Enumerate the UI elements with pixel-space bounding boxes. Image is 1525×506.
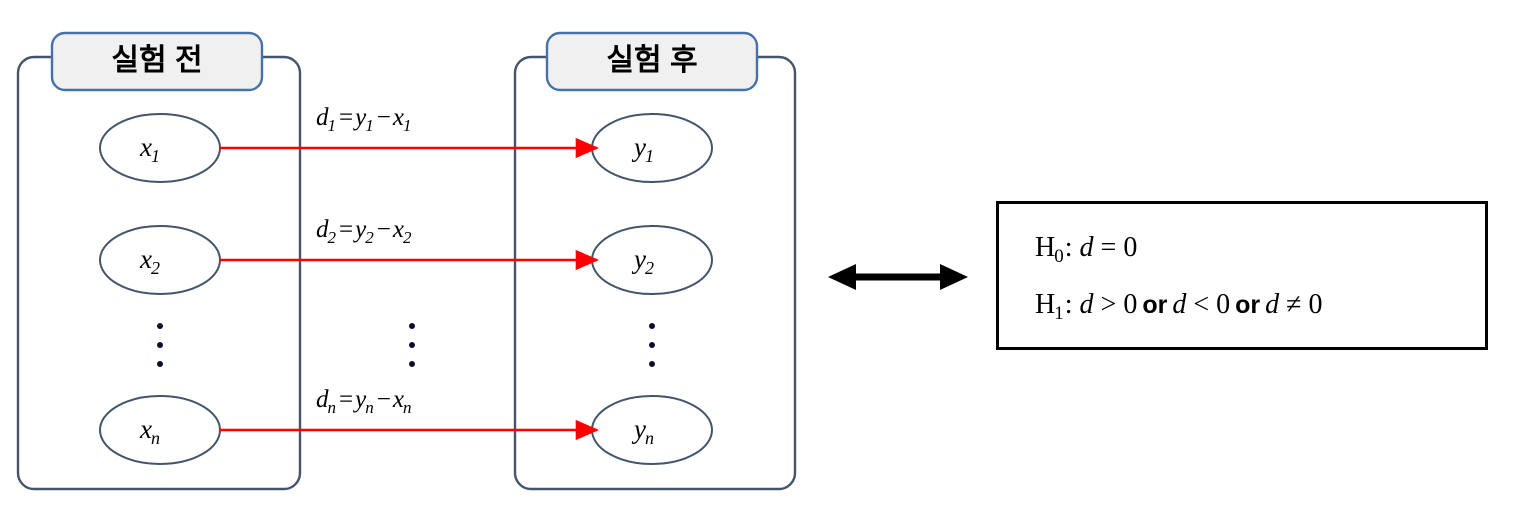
alt-hypothesis-sub: 1 [1054,303,1064,324]
alt-hypothesis-colon: : [1064,289,1073,320]
node-y2-base: y [634,244,646,274]
edge-2-rhs1-sub: 2 [365,228,374,247]
alt-val-2: 0 [1216,289,1231,320]
edge-2-rhs2-sub: 2 [402,228,412,247]
edge-label-2: d2=y2−x2 [316,216,412,246]
edge-2-minus: − [376,216,391,243]
after-group-title: 실험 후 [606,44,698,77]
edge-label-1: d1=y1−x1 [316,104,412,134]
before-group-header-shape [50,31,264,92]
node-y1-label: y1 [634,132,655,166]
before-group-title: 실험 전 [111,44,203,77]
before-group-ellipsis-icon [156,323,164,367]
node-x2-sub: 2 [150,258,160,278]
edge-2-lhs: d [316,216,329,243]
node-y1-sub: 1 [644,146,654,166]
alt-val-3: 0 [1308,289,1323,320]
edge-n-rhs1: y [355,386,367,413]
edge-1-eq: = [339,104,354,131]
alt-hypothesis-symbol: H [1035,289,1056,320]
node-xn-base: x [140,414,152,444]
alt-conjunction-2: or [1235,291,1261,319]
node-x1-sub: 1 [150,146,160,166]
alt-conjunction-1: or [1142,291,1168,319]
edge-1-rhs2-sub: 1 [402,116,412,135]
edge-2-rhs2: x [392,216,404,243]
alt-rel-1: > [1100,289,1117,320]
edge-n-rhs2-sub: n [402,398,412,417]
null-hypothesis-symbol: H [1035,232,1056,263]
edge-2-lhs-sub: 2 [327,228,337,247]
edges-ellipsis-icon [408,323,416,367]
after-group-ellipsis-icon [648,323,656,367]
edge-2-eq: = [339,216,354,243]
node-x1-base: x [140,132,152,162]
null-hypothesis-relation: = [1100,232,1117,263]
alt-var-1: d [1079,289,1094,320]
alt-rel-2: < [1193,289,1210,320]
double-headed-arrow-icon [828,264,968,290]
edge-n-rhs1-sub: n [365,398,374,417]
node-yn-base: y [634,414,646,444]
node-yn-label: yn [634,414,655,448]
after-group-header-shape [545,31,759,92]
after-group-container [513,55,797,491]
node-xn-label: xn [140,414,161,448]
null-hypothesis-colon: : [1064,232,1073,263]
node-y1-base: y [634,132,646,162]
null-hypothesis-line: H0: d = 0 [1035,232,1138,267]
node-x1-label: x1 [140,132,161,166]
edge-label-n: dn=yn−xn [316,386,412,416]
null-hypothesis-var: d [1079,232,1094,263]
null-hypothesis-value: 0 [1123,232,1138,263]
edge-1-rhs1: y [355,104,367,131]
edge-2-rhs1: y [355,216,367,243]
before-group-container [16,55,302,491]
edge-n-eq: = [339,386,354,413]
node-x2-base: x [140,244,152,274]
alt-var-2: d [1172,289,1187,320]
edge-1-rhs1-sub: 1 [365,116,374,135]
edge-n-rhs2: x [392,386,404,413]
node-xn-sub: n [150,428,160,448]
edge-1-minus: − [376,104,391,131]
node-x2-label: x2 [140,244,161,278]
alt-var-3: d [1265,289,1280,320]
edge-n-minus: − [376,386,391,413]
edge-n-lhs: d [316,386,329,413]
node-y2-label: y2 [634,244,655,278]
alt-val-1: 0 [1123,289,1138,320]
edge-1-lhs: d [316,104,329,131]
node-y2-sub: 2 [644,258,654,278]
alt-rel-3: ≠ [1286,289,1302,320]
null-hypothesis-sub: 0 [1054,246,1064,267]
edge-1-lhs-sub: 1 [327,116,337,135]
node-yn-sub: n [644,428,654,448]
edge-n-lhs-sub: n [327,398,337,417]
edge-1-rhs2: x [392,104,404,131]
